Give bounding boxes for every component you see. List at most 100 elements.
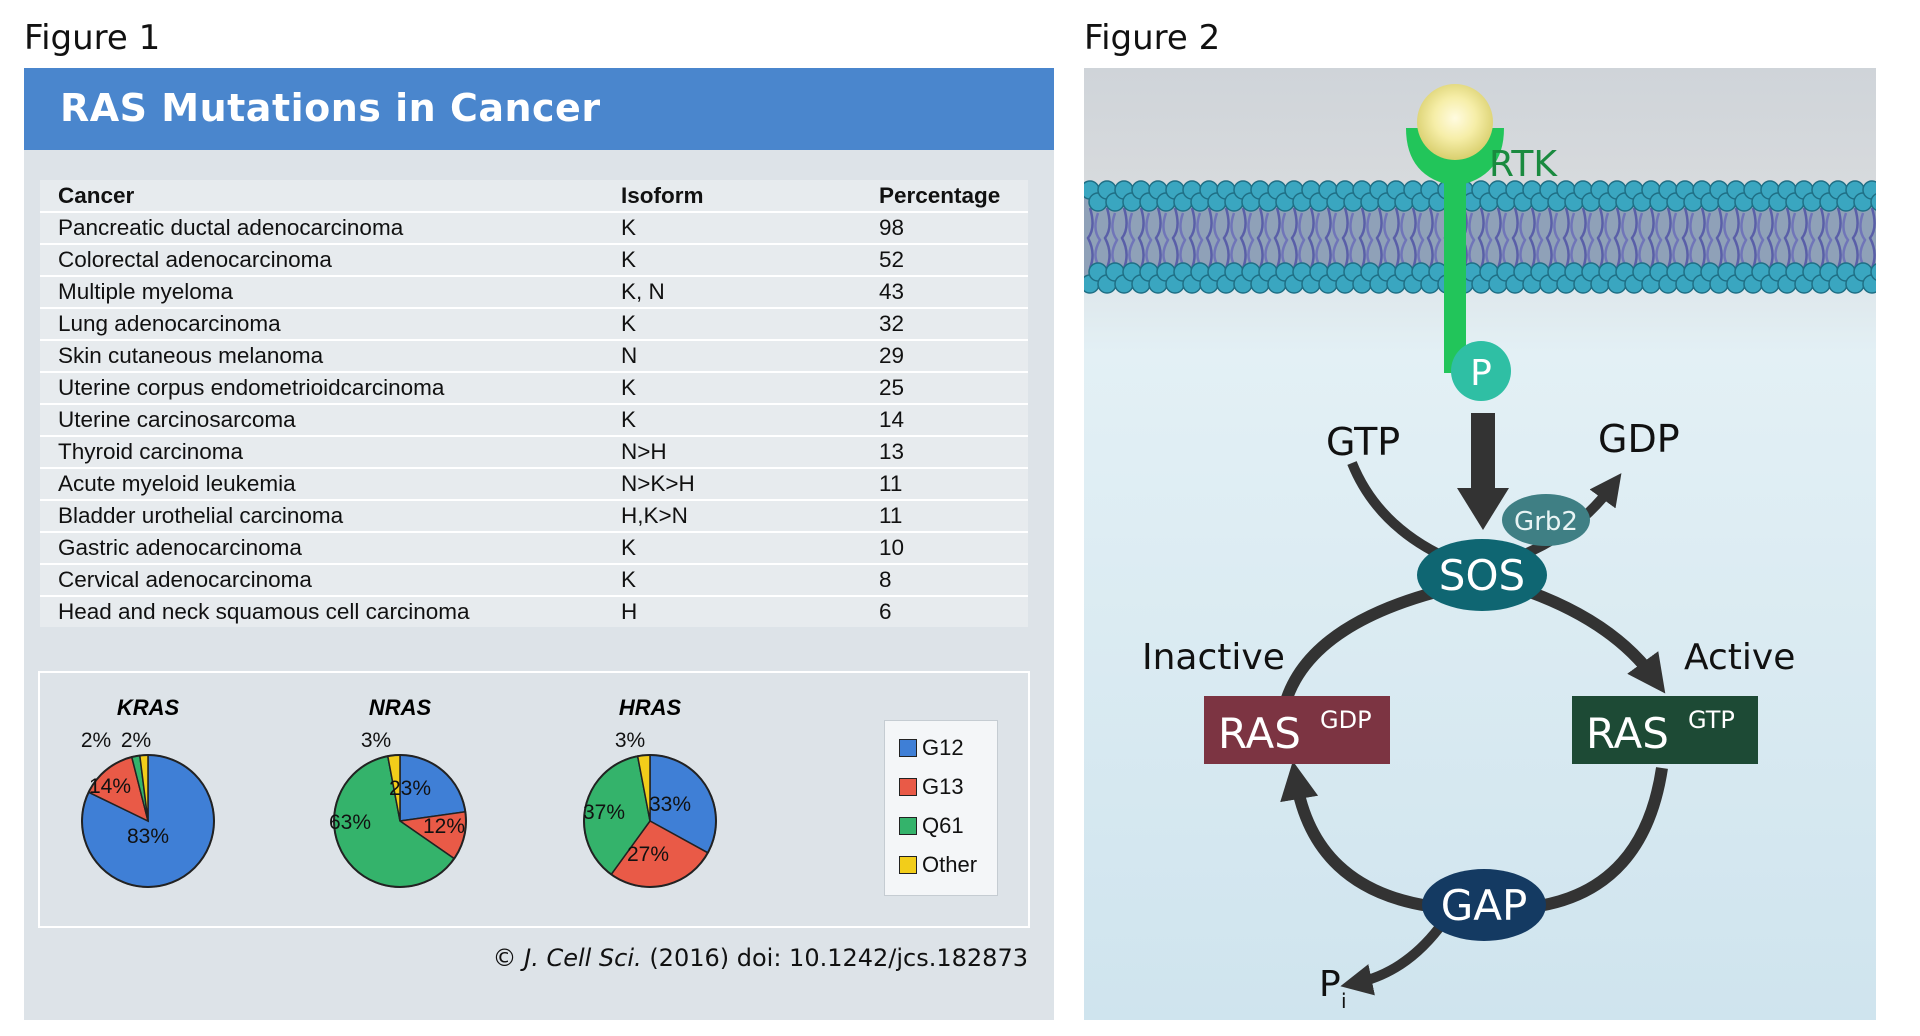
lipid-tail — [1375, 207, 1383, 269]
lipid-tail — [1239, 207, 1247, 269]
lipid-tail — [1791, 212, 1799, 265]
legend-label-g13: G13 — [922, 774, 964, 799]
lipid-tails — [1086, 207, 1876, 269]
lipid-tail — [1630, 207, 1638, 269]
legend-label-other: Other — [922, 852, 978, 877]
lipid-tail — [1103, 207, 1111, 269]
cell-percentage: 98 — [861, 211, 1028, 244]
lipid-tail — [1383, 212, 1391, 265]
pi-release-arrow — [1340, 924, 1443, 996]
lipid-tail — [1664, 207, 1672, 269]
citation-doi: (2016) doi: 10.1242/jcs.182873 — [649, 944, 1028, 972]
lipid-tail — [1468, 212, 1476, 265]
ras-gtp-to-gap-arc — [1537, 767, 1668, 912]
cell-cancer: Bladder urothelial carcinoma — [40, 499, 603, 532]
legend-swatch-g12 — [899, 739, 917, 757]
lipid-tail — [1179, 212, 1187, 265]
table-header-row: Cancer Isoform Percentage — [40, 180, 1028, 212]
cell-percentage: 13 — [861, 435, 1028, 468]
pie-label-nras-g13: 12% — [423, 815, 465, 838]
lipid-tail — [1086, 207, 1094, 269]
lipid-tail — [1672, 212, 1680, 265]
lipid-tail — [1145, 212, 1153, 265]
lipid-tail — [1409, 207, 1417, 269]
cell-cancer: Cervical adenocarcinoma — [40, 563, 603, 596]
cell-percentage: 52 — [861, 243, 1028, 276]
lipid-tail — [1111, 212, 1119, 265]
ras-gtp-sup-label: GTP — [1688, 706, 1735, 734]
lipid-tail — [1868, 207, 1876, 269]
lipid-tail — [1604, 212, 1612, 265]
cell-cancer: Thyroid carcinoma — [40, 435, 603, 468]
cell-isoform: H,K>N — [603, 499, 861, 532]
lipid-tail — [1834, 207, 1842, 269]
ras-pathway-diagram: RTK P GTP GDP Grb2 SOS Inactive RAS GDP … — [1084, 68, 1876, 1020]
lipid-tail — [1562, 207, 1570, 269]
cell-percentage: 11 — [861, 467, 1028, 500]
pie-label-hras-q61: 37% — [583, 801, 625, 824]
cell-percentage: 11 — [861, 499, 1028, 532]
pie-label-kras-other: 2% — [121, 729, 151, 752]
lipid-tail — [1332, 212, 1340, 265]
lipid-tail — [1723, 212, 1731, 265]
legend-item-q61: Q61 — [899, 813, 964, 839]
lipid-tail — [1715, 207, 1723, 269]
lipid-tail — [1528, 207, 1536, 269]
lipid-tail — [1273, 207, 1281, 269]
activation-arrow-head — [1457, 488, 1509, 530]
lipid-tail — [1485, 212, 1493, 265]
pie-title-hras: HRAS — [619, 695, 682, 720]
lipid-tail — [1681, 207, 1689, 269]
pie-label-nras-q61: 63% — [329, 811, 371, 834]
cell-percentage: 29 — [861, 339, 1028, 372]
lipid-tail — [1247, 212, 1255, 265]
lipid-tail — [1307, 207, 1315, 269]
lipid-tail — [1213, 212, 1221, 265]
cell-isoform: K, N — [603, 275, 861, 308]
ras-gtp-ras-label: RAS — [1586, 709, 1669, 758]
lipid-tail — [1349, 212, 1357, 265]
rtk-label: RTK — [1489, 144, 1558, 185]
cell-isoform: K — [603, 531, 861, 564]
active-label: Active — [1684, 637, 1795, 678]
pie-outline — [333, 754, 467, 888]
lipid-tail — [1647, 207, 1655, 269]
lipid-tail — [1188, 207, 1196, 269]
lipid-tail — [1579, 207, 1587, 269]
pie-label-kras-q61: 2% — [81, 729, 111, 752]
figure-1-label: Figure 1 — [24, 18, 161, 58]
pie-label-nras-g12: 23% — [389, 777, 431, 800]
cell-isoform: K — [603, 371, 861, 404]
lipid-tail — [1162, 212, 1170, 265]
lipid-tail — [1706, 212, 1714, 265]
lipid-tail — [1324, 207, 1332, 269]
column-header-isoform: Isoform — [603, 180, 861, 212]
figure-2-panel: RTK P GTP GDP Grb2 SOS Inactive RAS GDP … — [1084, 68, 1876, 1020]
lipid-tail — [1553, 212, 1561, 265]
lipid-tail — [1128, 212, 1136, 265]
gap-to-ras-gdp-arc — [1280, 761, 1430, 912]
lipid-tail — [1502, 212, 1510, 265]
citation-copyright: © — [492, 944, 517, 972]
cell-percentage: 32 — [861, 307, 1028, 340]
lipid-tail — [1281, 212, 1289, 265]
lipid-tail — [1511, 207, 1519, 269]
lipid-tail — [1800, 207, 1808, 269]
lipid-tail — [1290, 207, 1298, 269]
cell-cancer: Skin cutaneous melanoma — [40, 339, 603, 372]
lipid-tail — [1825, 212, 1833, 265]
cell-cancer: Colorectal adenocarcinoma — [40, 243, 603, 276]
cell-cancer: Acute myeloid leukemia — [40, 467, 603, 500]
lipid-tail — [1477, 207, 1485, 269]
lipid-tail — [1400, 212, 1408, 265]
